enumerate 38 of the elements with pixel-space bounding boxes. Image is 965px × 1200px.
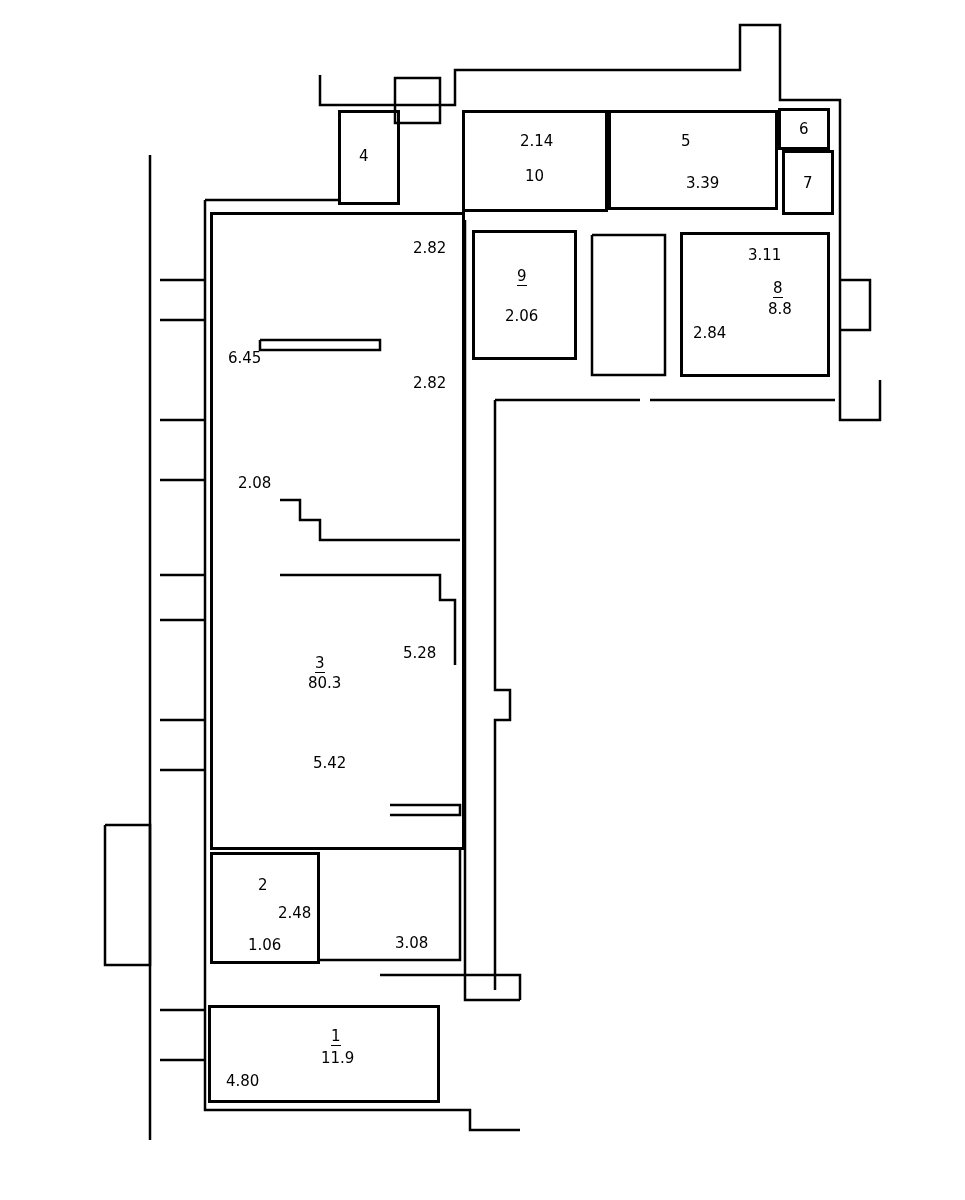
room-outline bbox=[472, 230, 577, 360]
room-number: 4 bbox=[359, 148, 369, 165]
room-number: 3 bbox=[315, 655, 325, 673]
dimension-label: 3.08 bbox=[395, 935, 429, 952]
room-number: 8 bbox=[773, 280, 783, 298]
area-value: 11.9 bbox=[321, 1050, 355, 1067]
room-number: 1 bbox=[331, 1028, 341, 1046]
area-value: 80.3 bbox=[308, 675, 342, 692]
room-outline bbox=[608, 110, 778, 210]
room-number: 7 bbox=[803, 175, 813, 192]
dimension-label: 2.08 bbox=[238, 475, 272, 492]
dimension-label: 2.82 bbox=[413, 240, 447, 257]
area-value: 2.06 bbox=[505, 308, 539, 325]
room-outline bbox=[462, 110, 608, 212]
area-value: 8.8 bbox=[768, 301, 792, 318]
room-number: 6 bbox=[799, 121, 809, 138]
dimension-label: 3.11 bbox=[748, 247, 782, 264]
dimension-label: 5.42 bbox=[313, 755, 347, 772]
dimension-label: 5.28 bbox=[403, 645, 437, 662]
room-outline bbox=[210, 212, 465, 850]
room-outline bbox=[208, 1005, 440, 1103]
dimension-label: 3.39 bbox=[686, 175, 720, 192]
room-number: 10 bbox=[525, 168, 545, 185]
room-outline bbox=[210, 852, 320, 964]
room-number: 9 bbox=[517, 268, 527, 286]
dimension-label: 2.82 bbox=[413, 375, 447, 392]
room-number: 5 bbox=[681, 133, 691, 150]
dimension-label: 2.48 bbox=[278, 905, 312, 922]
dimension-label: 2.84 bbox=[693, 325, 727, 342]
dimension-label: 4.80 bbox=[226, 1073, 260, 1090]
dimension-label: 1.06 bbox=[248, 937, 282, 954]
room-outline bbox=[782, 150, 834, 215]
room-outline bbox=[778, 108, 830, 150]
dimension-label: 6.45 bbox=[228, 350, 262, 367]
room-number: 2 bbox=[258, 877, 268, 894]
room-outline bbox=[338, 110, 400, 205]
dimension-label: 2.14 bbox=[520, 133, 554, 150]
room-outline bbox=[680, 232, 830, 377]
